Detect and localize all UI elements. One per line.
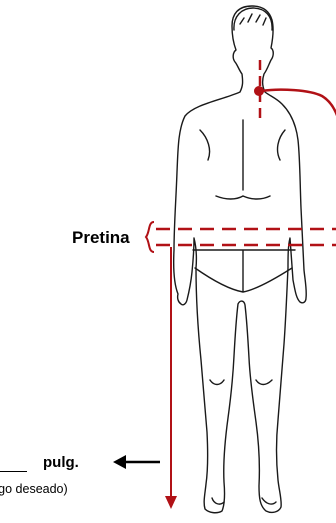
body-silhouette	[174, 6, 307, 513]
note-label: rgo deseado)	[0, 482, 68, 496]
waist-bracket	[146, 222, 154, 252]
length-arrowhead	[165, 496, 177, 509]
neck-curve-line	[262, 90, 336, 118]
pointer-arrowhead	[113, 455, 126, 469]
unit-label: pulg.	[43, 454, 79, 471]
waist-label: Pretina	[72, 228, 130, 248]
blank-line	[0, 471, 27, 472]
